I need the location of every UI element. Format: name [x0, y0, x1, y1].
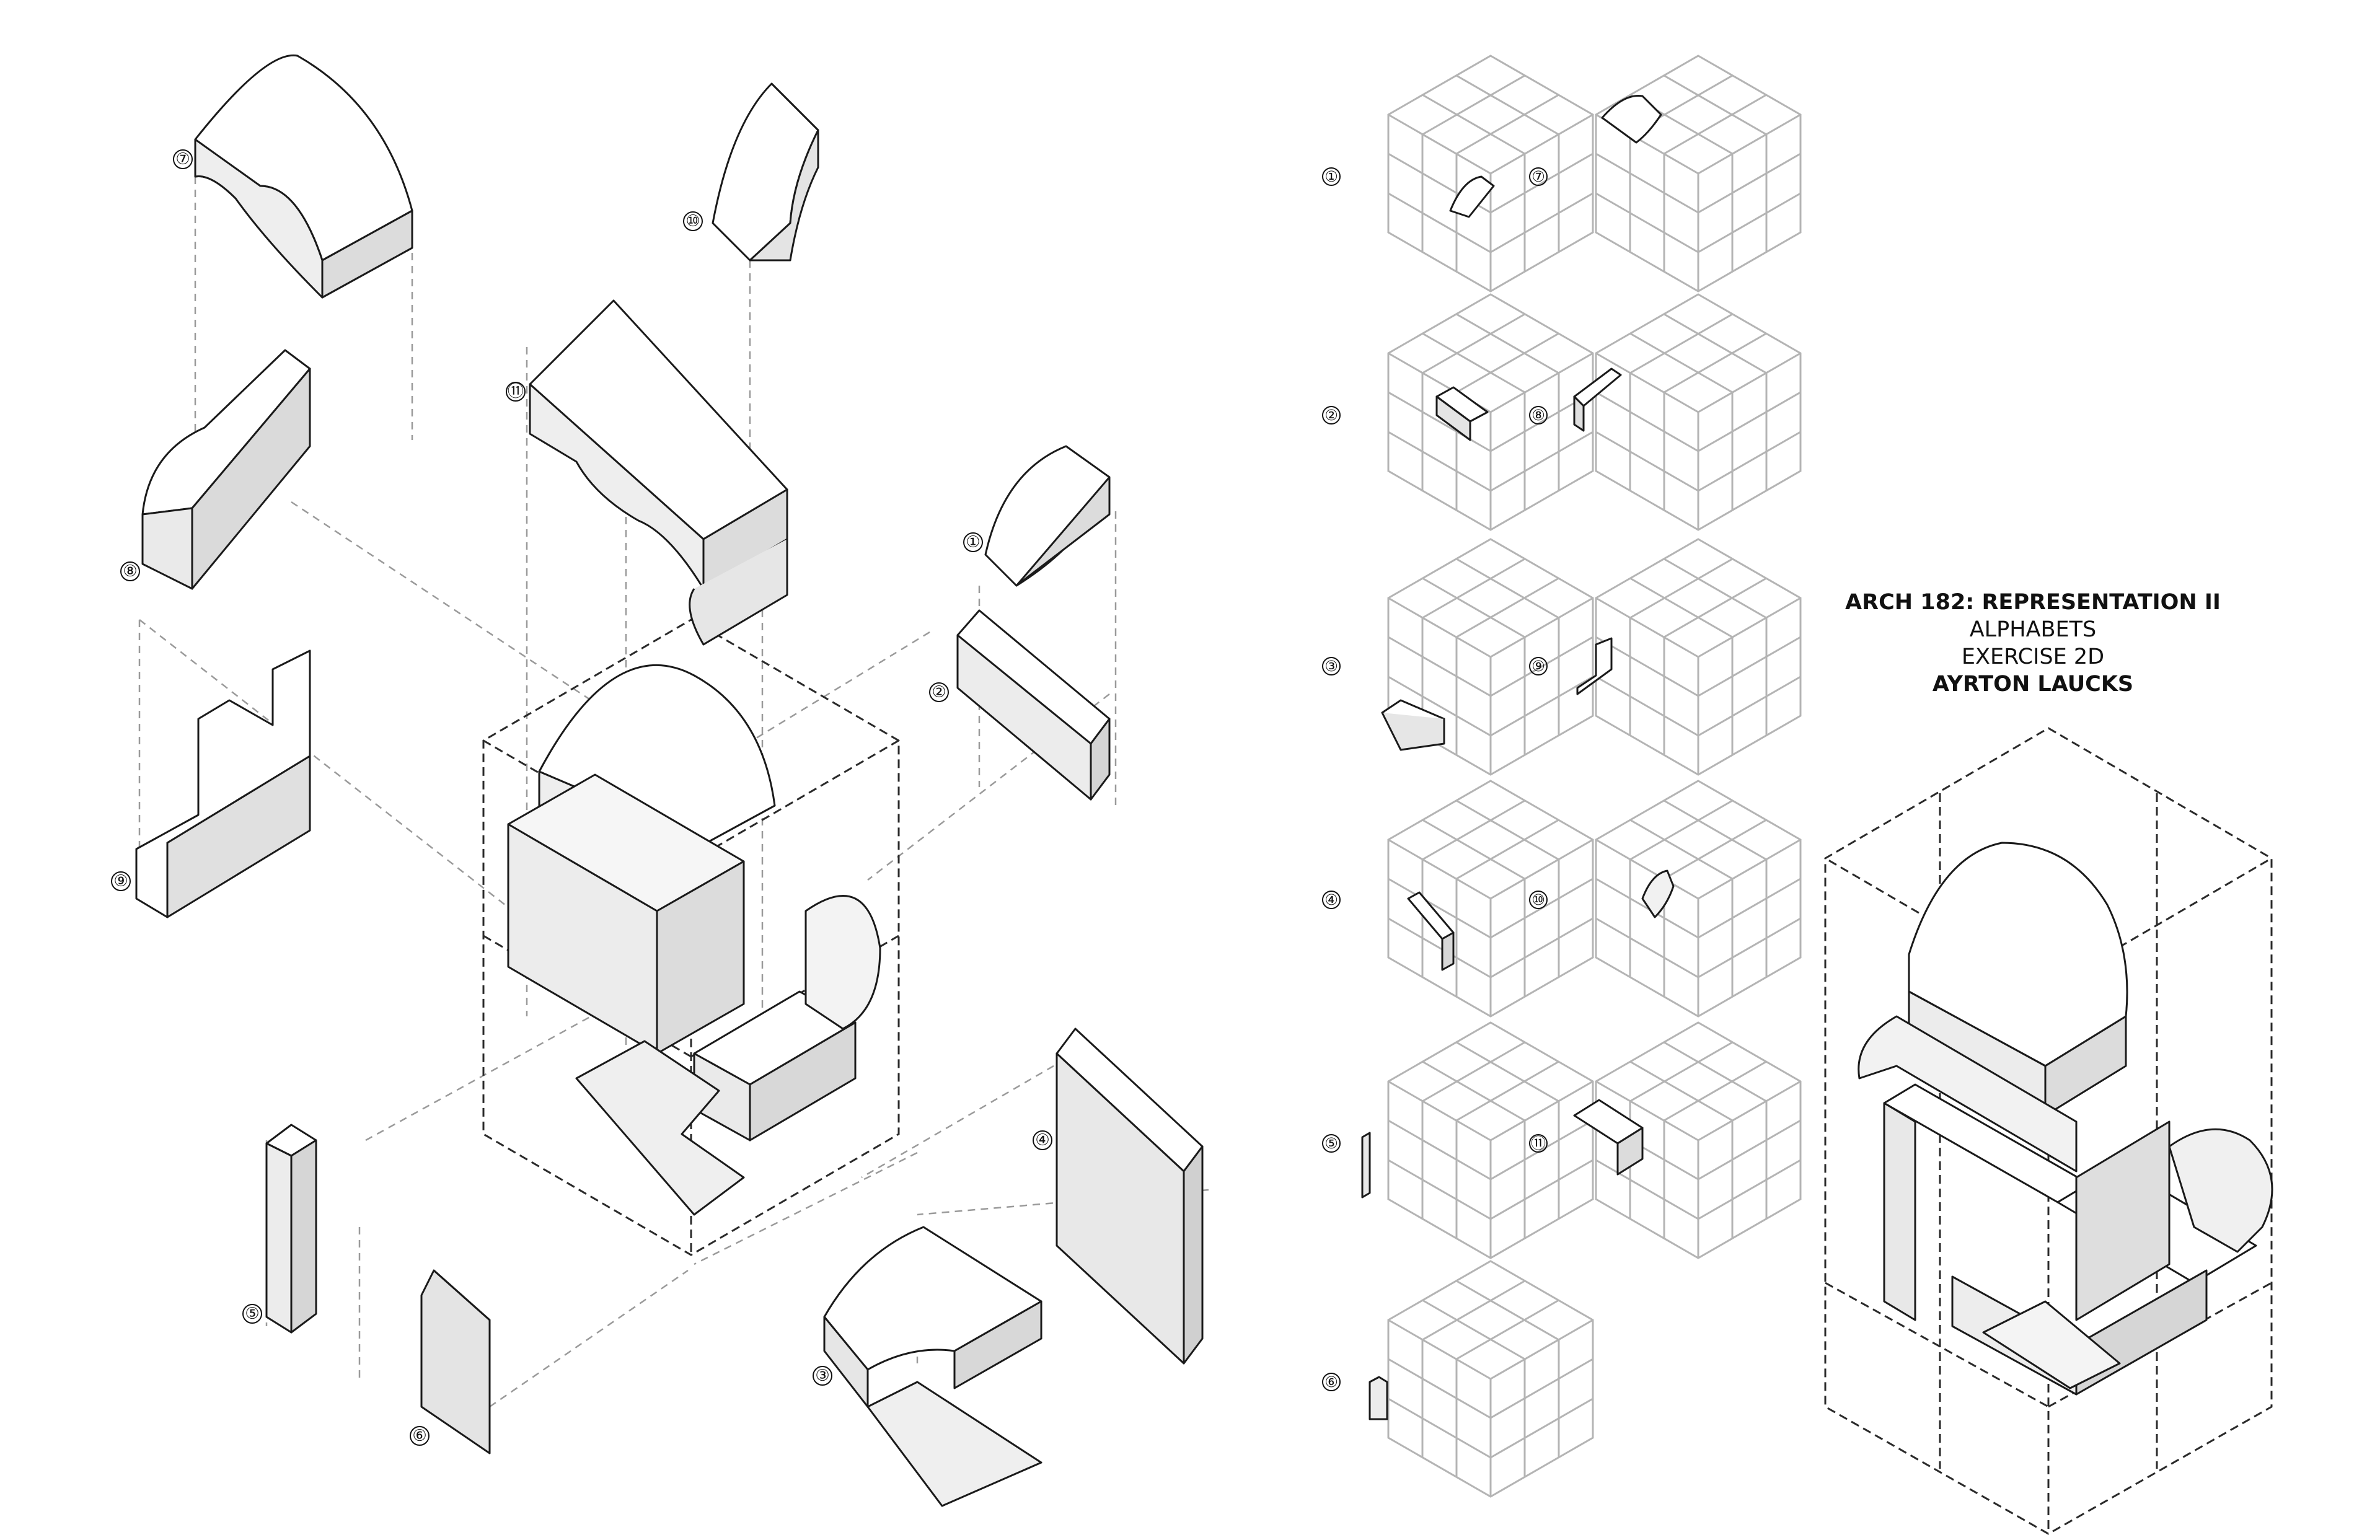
- exploded-axonometric: ⑦ ⑩ ⑪ ⑧ ① ② ⑨ ④ ⑤ ⑥ ③: [111, 54, 1209, 1507]
- label-5: ⑤: [245, 1305, 259, 1323]
- grid-label-3: ③: [1324, 658, 1338, 675]
- grid-label-11: ⑪: [1531, 1135, 1546, 1152]
- piece-8: [141, 349, 311, 590]
- label-1: ①: [966, 533, 980, 552]
- grid-label-7: ⑦: [1532, 168, 1545, 185]
- grid-label-6: ⑥: [1324, 1373, 1338, 1391]
- piece-5: [265, 1124, 317, 1334]
- label-3: ③: [815, 1366, 829, 1385]
- grid-label-9: ⑨: [1532, 658, 1545, 675]
- label-9: ⑨: [113, 872, 128, 891]
- piece-10: [712, 82, 819, 262]
- exploded-labels: ⑦ ⑩ ⑪ ⑧ ① ② ⑨ ④ ⑤ ⑥ ③: [111, 149, 1052, 1446]
- piece-9: [135, 649, 311, 918]
- grid-label-8: ⑧: [1532, 407, 1545, 424]
- course-title: ARCH 182: REPRESENTATION II: [1845, 590, 2221, 615]
- assembled-pieces: [1858, 842, 2273, 1396]
- grid-column-right: [1595, 55, 1802, 1259]
- label-7: ⑦: [175, 150, 190, 169]
- piece-7: [194, 54, 413, 299]
- piece-11: [529, 299, 788, 646]
- label-6: ⑥: [412, 1427, 426, 1445]
- grid-cube-columns: ① ② ③ ④ ⑤ ⑥ ⑦ ⑧ ⑨ ⑩ ⑪: [1322, 55, 1802, 1498]
- assembled-axonometric: [1824, 727, 2273, 1535]
- piece-6: [420, 1269, 491, 1454]
- grid-label-4: ④: [1324, 891, 1338, 909]
- title-block: ARCH 182: REPRESENTATION II ALPHABETS EX…: [1797, 589, 2268, 698]
- grid-column-left: [1387, 55, 1594, 1498]
- piece-3: [823, 1226, 1042, 1507]
- grid-label-1: ①: [1324, 168, 1338, 185]
- label-8: ⑧: [123, 562, 137, 581]
- topic-line: ALPHABETS: [1969, 617, 2097, 642]
- piece-4: [1056, 1027, 1204, 1365]
- assembly-pieces: [507, 664, 881, 1216]
- label-10: ⑩: [685, 212, 700, 231]
- author-name: AYRTON LAUCKS: [1932, 672, 2134, 697]
- exercise-line: EXERCISE 2D: [1961, 645, 2105, 669]
- grid-pieces: [1361, 94, 1675, 1420]
- piece-1: [984, 445, 1111, 587]
- label-2: ②: [932, 683, 946, 702]
- grid-label-2: ②: [1324, 407, 1338, 424]
- label-4: ④: [1035, 1131, 1049, 1150]
- grid-label-10: ⑩: [1532, 891, 1545, 909]
- grid-label-5: ⑤: [1324, 1135, 1338, 1152]
- piece-2: [956, 609, 1111, 801]
- label-11: ⑪: [508, 382, 524, 401]
- grid-labels: ① ② ③ ④ ⑤ ⑥ ⑦ ⑧ ⑨ ⑩ ⑪: [1322, 167, 1548, 1391]
